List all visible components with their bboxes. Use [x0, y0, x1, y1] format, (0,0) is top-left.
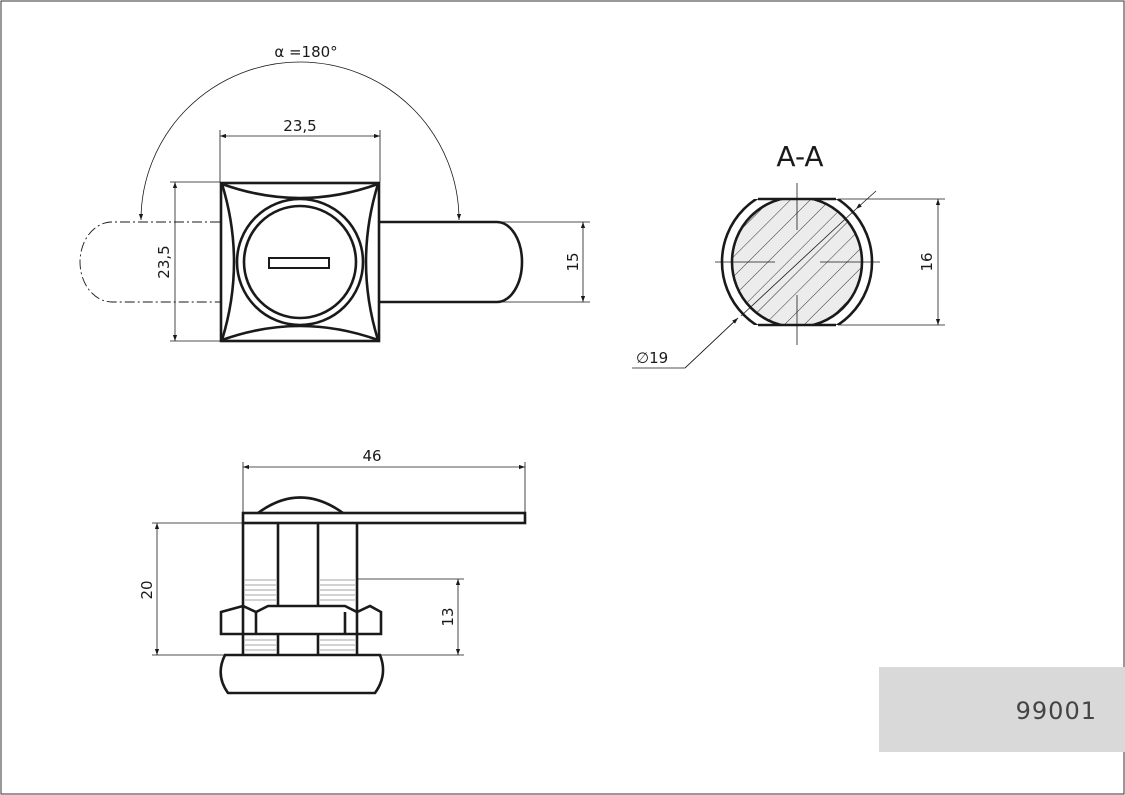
diameter-dimension: ∅19 — [636, 349, 668, 367]
top-view: 23,5 23,5 15 α =180° — [79, 43, 590, 343]
cylinder-inner — [242, 204, 358, 320]
section-title: A-A — [776, 140, 823, 173]
bar-height-dimension: 15 — [564, 252, 582, 271]
part-number: 99001 — [1015, 697, 1097, 725]
cam-bar — [380, 220, 524, 304]
height-dimension-20: 20 — [138, 580, 156, 599]
section-a-a: A-A 16 ∅19 — [632, 140, 945, 369]
cam-screw-head — [257, 496, 344, 515]
cylinder-outer — [235, 197, 365, 327]
lock-body-bottom — [219, 653, 385, 695]
square-housing — [219, 181, 381, 343]
thread-dimension: 13 — [439, 607, 457, 626]
length-dimension: 46 — [362, 447, 381, 465]
flat-dimension: 16 — [918, 252, 936, 271]
rotation-angle-label: α =180° — [274, 43, 337, 61]
width-dimension: 23,5 — [283, 117, 316, 135]
part-number-box: 99001 — [879, 667, 1125, 752]
rotated-bar-ghost — [79, 221, 220, 303]
rotation-angle-arc — [138, 61, 462, 221]
housing-facets — [220, 182, 380, 342]
height-dimension: 23,5 — [155, 245, 173, 278]
side-view: 46 20 13 — [138, 447, 527, 695]
key-slot — [268, 257, 330, 269]
hex-nut — [219, 604, 383, 636]
cam-plate — [241, 511, 527, 525]
